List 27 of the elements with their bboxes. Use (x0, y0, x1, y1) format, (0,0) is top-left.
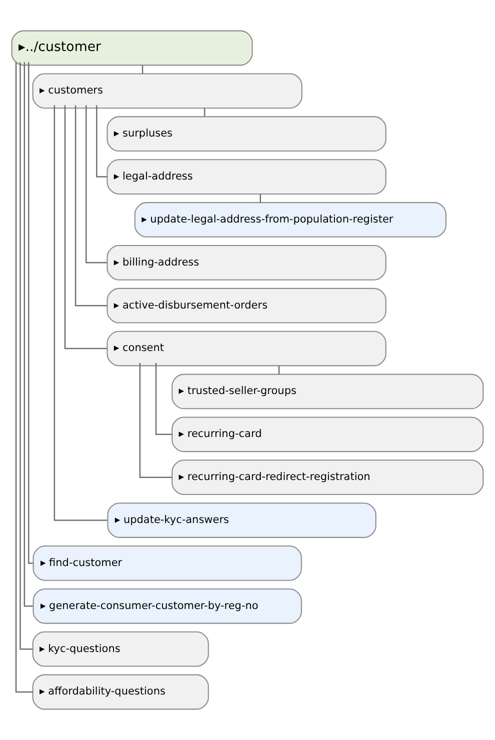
node-box: ▸ billing-address (106, 244, 386, 280)
connector (28, 62, 33, 564)
node-box: ▸ active-disbursement-orders (106, 288, 386, 324)
node-box: ▸ recurring-card (172, 416, 484, 452)
connector (86, 105, 108, 264)
node-box: ▸ kyc-questions (32, 631, 209, 667)
node-box: ▸ find-customer (32, 546, 302, 581)
node-box: ▸ generate-consumer-customer-by-reg-no (32, 588, 302, 624)
node-box: ▸ affordability-questions (32, 674, 209, 710)
connector (20, 62, 33, 650)
connector (139, 362, 172, 478)
connector (15, 62, 33, 693)
connector (74, 105, 108, 306)
connector (64, 105, 108, 350)
connector (54, 105, 108, 521)
node-box: ▸ consent (106, 330, 386, 366)
node-box: ▸ customers (32, 73, 302, 109)
node-box: ▸ legal-address (106, 159, 386, 194)
node-box: ▸ update-legal-address-from-population-register (134, 202, 446, 238)
node-box: ▸ recurring-card-redirect-registration (172, 460, 484, 496)
connector (24, 62, 33, 607)
node-box: ▸ trusted-seller-groups (172, 374, 484, 410)
node-box: ▸../customer (11, 30, 253, 66)
node-box: ▸ surpluses (106, 116, 386, 152)
connector (155, 362, 172, 436)
connector (96, 105, 108, 178)
node-box: ▸ update-kyc-answers (107, 502, 376, 538)
